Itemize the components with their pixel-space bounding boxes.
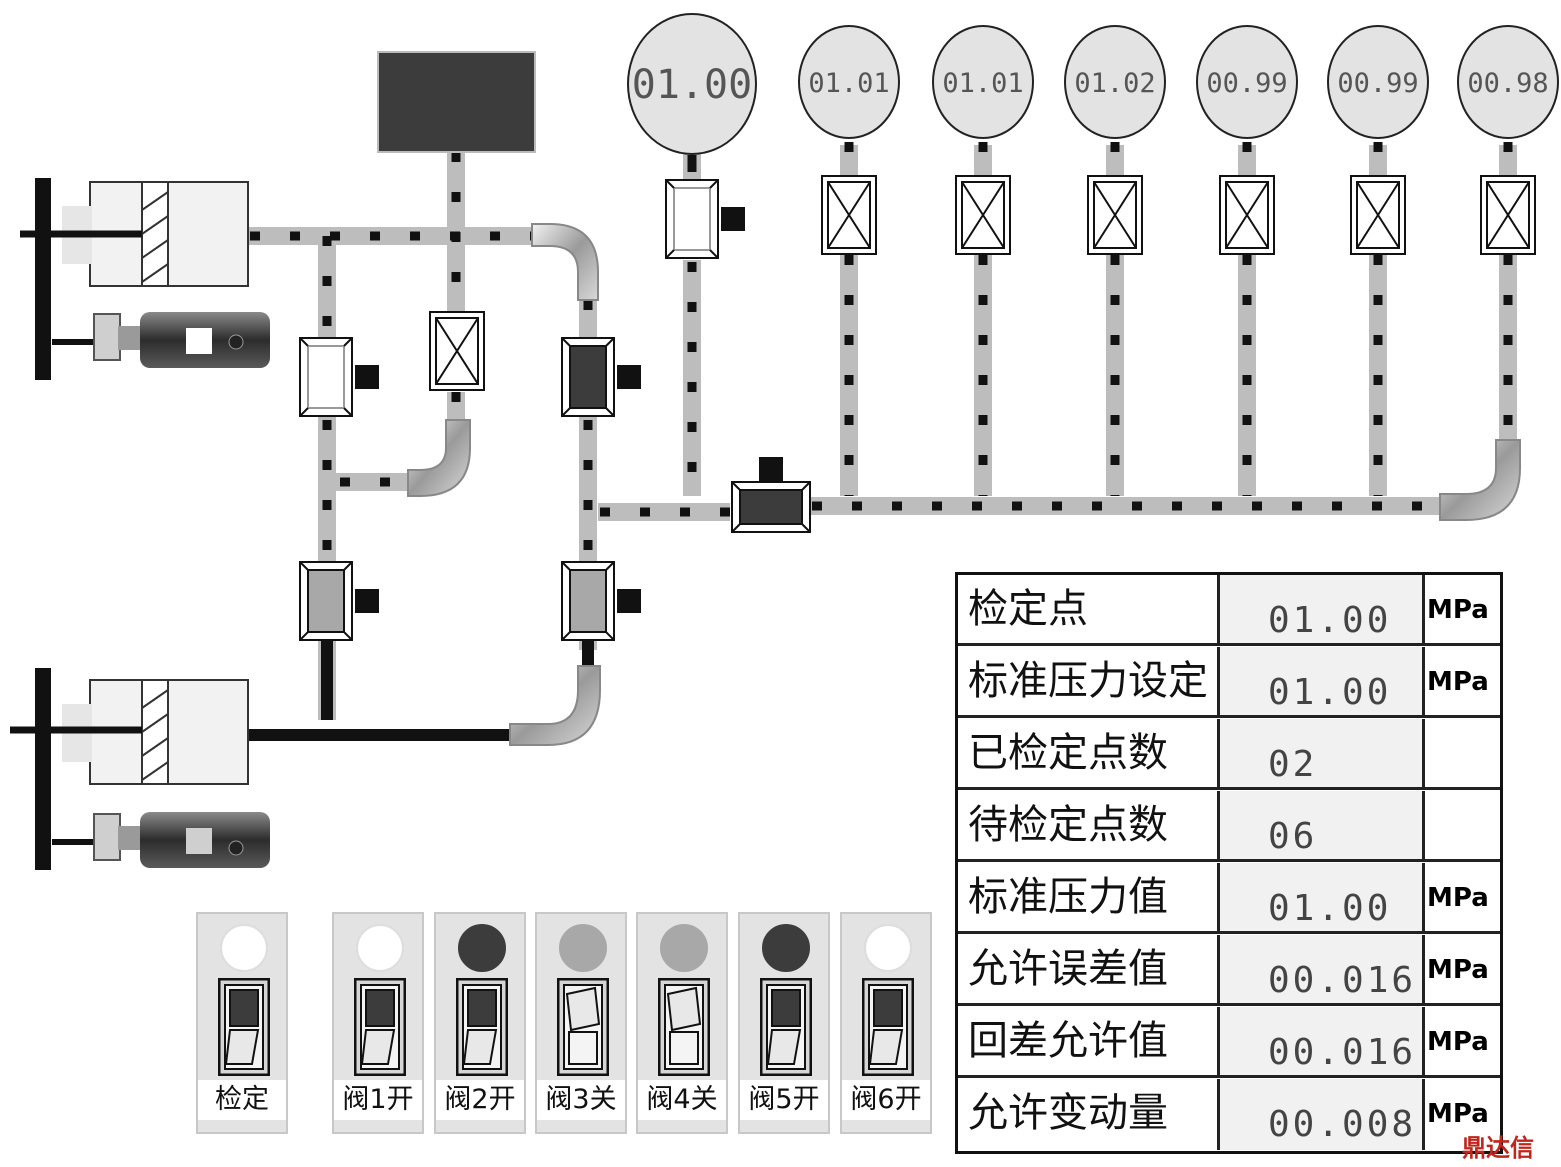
switch-valve-5[interactable]: 阀5开 (738, 912, 830, 1134)
param-row-pending-count: 待检定点数 06 (958, 791, 1500, 862)
switch-valve-4[interactable]: 阀4关 (636, 912, 728, 1134)
watermark-logo: 鼎达信 (1462, 1134, 1534, 1162)
parameter-table: 检定点 01.00 MPa 标准压力设定 01.00 MPa 已检定点数 02 … (955, 572, 1503, 1154)
valve-2-crossed (429, 311, 485, 391)
switch-label: 阀5开 (740, 1080, 828, 1120)
indicator-lamp (864, 924, 912, 972)
switch-label: 阀4关 (638, 1080, 726, 1120)
switch-valve-2[interactable]: 阀2开 (434, 912, 526, 1134)
toggle-switch-icon[interactable] (354, 978, 406, 1076)
param-row-verification-point: 检定点 01.00 MPa (958, 575, 1500, 646)
toggle-switch-icon[interactable] (760, 978, 812, 1076)
toggle-switch-icon[interactable] (557, 978, 609, 1076)
param-unit: MPa (1427, 595, 1489, 625)
param-label: 标准压力值 (958, 863, 1220, 931)
param-row-verified-count: 已检定点数 02 (958, 719, 1500, 790)
param-row-allowed-variation: 允许变动量 00.008 MPa (958, 1079, 1500, 1150)
param-label: 允许误差值 (958, 935, 1220, 1003)
toggle-switch-icon[interactable] (218, 978, 270, 1076)
master-gauge: 01.00 (627, 13, 757, 155)
indicator-lamp (220, 924, 268, 972)
gauge-6-value: 00.98 (1467, 68, 1548, 99)
param-label: 检定点 (958, 575, 1220, 643)
param-value-field[interactable]: 00.016 (1220, 1007, 1425, 1075)
indicator-lamp (660, 924, 708, 972)
switch-label: 检定 (198, 1080, 286, 1120)
valve-6-white (665, 179, 745, 259)
solenoid-valves (299, 175, 1536, 641)
switch-verify[interactable]: 检定 (196, 912, 288, 1134)
valve-4-gray (299, 561, 379, 641)
gauge-4: 00.99 (1196, 25, 1298, 139)
param-unit: MPa (1427, 883, 1489, 913)
param-value-field[interactable]: 00.008 (1220, 1079, 1425, 1150)
param-value-field[interactable]: 06 (1220, 791, 1425, 859)
param-value-field[interactable]: 01.00 (1220, 647, 1425, 715)
switch-valve-3[interactable]: 阀3关 (535, 912, 627, 1134)
gauge-valves-crossed (821, 175, 1536, 255)
switch-valve-1[interactable]: 阀1开 (332, 912, 424, 1134)
param-unit (1425, 791, 1500, 859)
gauge-5: 00.99 (1327, 25, 1429, 139)
gauge-5-value: 00.99 (1337, 68, 1418, 99)
param-row-standard-pressure-setting: 标准压力设定 01.00 MPa (958, 647, 1500, 718)
param-unit: MPa (1427, 1099, 1489, 1129)
gauge-3-value: 01.02 (1074, 68, 1155, 99)
param-row-hysteresis-allowed: 回差允许值 00.016 MPa (958, 1007, 1500, 1078)
param-value-field[interactable]: 01.00 (1220, 863, 1425, 931)
gauge-6: 00.98 (1457, 25, 1559, 139)
param-label: 允许变动量 (958, 1079, 1220, 1150)
pipe-elbows (407, 223, 1521, 746)
param-unit: MPa (1427, 955, 1489, 985)
pump-unit-top (20, 178, 270, 380)
param-label: 待检定点数 (958, 791, 1220, 859)
valve-1-white (299, 337, 379, 417)
gauge-2-value: 01.01 (942, 68, 1023, 99)
param-row-standard-pressure-value: 标准压力值 01.00 MPa (958, 863, 1500, 934)
indicator-lamp (356, 924, 404, 972)
gauge-1: 01.01 (798, 25, 900, 139)
switch-label: 阀2开 (436, 1080, 524, 1120)
param-label: 已检定点数 (958, 719, 1220, 787)
gauge-4-value: 00.99 (1206, 68, 1287, 99)
param-value-field[interactable]: 00.016 (1220, 935, 1425, 1003)
master-gauge-value: 01.00 (632, 62, 752, 108)
param-row-allowed-error: 允许误差值 00.016 MPa (958, 935, 1500, 1006)
indicator-lamp (762, 924, 810, 972)
valve-3-dark (561, 337, 641, 417)
valve-5-gray (561, 561, 641, 641)
switch-label: 阀3关 (537, 1080, 625, 1120)
param-unit: MPa (1427, 1027, 1489, 1057)
pressure-gauges: 01.00 01.01 01.01 01.02 00.99 00.99 00.9… (627, 13, 1559, 155)
param-unit: MPa (1427, 667, 1489, 697)
pump-unit-bottom (10, 668, 270, 870)
toggle-switch-icon[interactable] (862, 978, 914, 1076)
valve-horizontal-dark (731, 457, 811, 533)
gauge-3: 01.02 (1064, 25, 1166, 139)
gauge-2: 01.01 (932, 25, 1034, 139)
indicator-lamp (458, 924, 506, 972)
controller-box (377, 51, 536, 153)
toggle-switch-icon[interactable] (658, 978, 710, 1076)
switch-label: 阀6开 (842, 1080, 930, 1120)
param-value-field[interactable]: 01.00 (1220, 575, 1425, 643)
param-value-field[interactable]: 02 (1220, 719, 1425, 787)
switch-valve-6[interactable]: 阀6开 (840, 912, 932, 1134)
toggle-switch-icon[interactable] (456, 978, 508, 1076)
param-label: 回差允许值 (958, 1007, 1220, 1075)
indicator-lamp (559, 924, 607, 972)
param-unit (1425, 719, 1500, 787)
switch-label: 阀1开 (334, 1080, 422, 1120)
gauge-1-value: 01.01 (808, 68, 889, 99)
param-label: 标准压力设定 (958, 647, 1220, 715)
